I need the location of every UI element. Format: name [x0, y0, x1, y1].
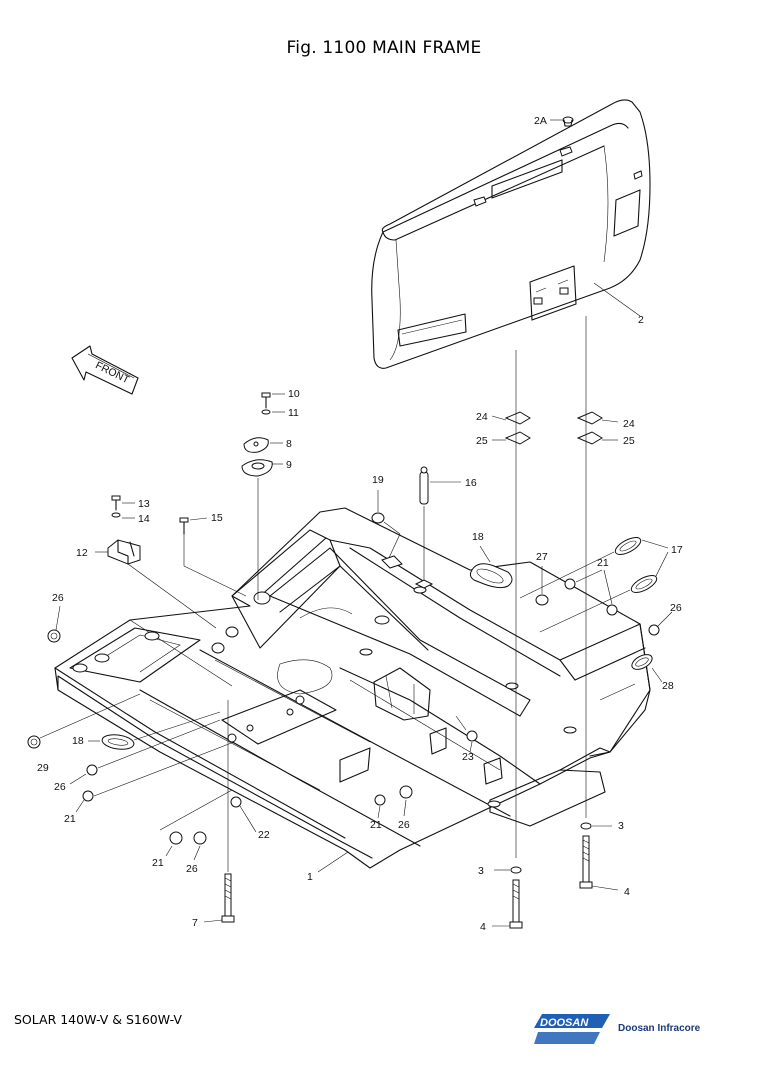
grommet-21-right-a	[564, 569, 618, 616]
callout-4-right: 4	[624, 886, 630, 898]
callout-26-left-top: 26	[52, 592, 64, 604]
brand-logo-text: DOOSAN	[540, 1017, 589, 1029]
callout-10: 10	[288, 388, 300, 400]
shims-center	[491, 411, 531, 445]
model-name: SOLAR 140W-V & S160W-V	[14, 1012, 182, 1027]
callout-25-right: 25	[623, 435, 635, 447]
callout-2a: 2A	[534, 115, 547, 127]
gasket-9	[241, 459, 283, 600]
grommets-bottom-center	[374, 785, 413, 819]
grommets-bottom-left	[159, 789, 233, 861]
callout-12: 12	[76, 547, 88, 559]
callout-26-right: 26	[670, 602, 682, 614]
callout-29: 29	[37, 762, 49, 774]
callout-14: 14	[138, 513, 150, 525]
bolts-counterweight	[492, 316, 619, 929]
callout-19: 19	[372, 474, 384, 486]
plate-8	[243, 437, 283, 453]
callout-1: 1	[307, 871, 313, 883]
grommet-29	[27, 693, 141, 749]
grommet-27	[535, 566, 549, 606]
rod-16	[414, 466, 461, 589]
callout-26-left: 26	[54, 781, 66, 793]
callout-9: 9	[286, 459, 292, 471]
callout-28: 28	[662, 680, 674, 692]
main-frame	[54, 507, 651, 869]
callout-26-center: 26	[398, 819, 410, 831]
callout-24-center: 24	[476, 411, 488, 423]
grommet-26-left-top	[47, 605, 61, 643]
callout-13: 13	[138, 498, 150, 510]
bolt-7	[203, 700, 235, 923]
grommet-23	[455, 715, 478, 753]
doosan-logo-icon: DOOSAN	[534, 1014, 610, 1044]
callout-labels: 2A 2 10 11 8 9 24 25 24 25 13 14 15 19 1…	[37, 115, 683, 933]
company-name: Doosan Infracore	[618, 1023, 701, 1034]
shims-right	[576, 411, 619, 445]
callout-18-upper: 18	[472, 531, 484, 543]
pin-15	[179, 517, 247, 597]
callout-26-bottom: 26	[186, 863, 198, 875]
callout-24-right: 24	[623, 418, 635, 430]
callout-7: 7	[192, 917, 198, 929]
callout-25-center: 25	[476, 435, 488, 447]
front-arrow-icon: FRONT	[71, 345, 139, 395]
callout-16: 16	[465, 477, 477, 489]
washer-11	[261, 409, 285, 415]
counterweight	[371, 99, 651, 369]
callout-2: 2	[638, 314, 644, 326]
grommet-18-lower	[88, 711, 221, 750]
front-label: FRONT	[93, 359, 131, 386]
bolt-13	[111, 495, 135, 511]
callout-22: 22	[258, 829, 270, 841]
grommet-19	[371, 490, 403, 569]
grommet-26-right	[648, 611, 673, 636]
callout-21-right: 21	[597, 557, 609, 569]
callout-18-lower: 18	[72, 735, 84, 747]
grommet-22	[230, 796, 257, 833]
bracket-12	[95, 539, 217, 629]
grommets-17	[519, 537, 669, 633]
callout-8: 8	[286, 438, 292, 450]
callout-15: 15	[211, 512, 223, 524]
callout-17: 17	[671, 544, 683, 556]
grommet-28	[631, 654, 663, 683]
washer-14	[111, 512, 135, 519]
bolt-10	[261, 392, 285, 409]
callout-11: 11	[288, 407, 299, 419]
grommet-18-upper	[469, 545, 513, 589]
grommets-left-lower	[69, 719, 235, 813]
callout-21-left: 21	[64, 813, 76, 825]
callout-27: 27	[536, 551, 548, 563]
callout-4-center: 4	[480, 921, 486, 933]
callout-21-center: 21	[370, 819, 382, 831]
callout-21-bottom: 21	[152, 857, 164, 869]
callout-3-right: 3	[618, 820, 624, 832]
callout-23: 23	[462, 751, 474, 763]
figure-title: Fig. 1100 MAIN FRAME	[286, 38, 482, 58]
callout-3-center: 3	[478, 865, 484, 877]
